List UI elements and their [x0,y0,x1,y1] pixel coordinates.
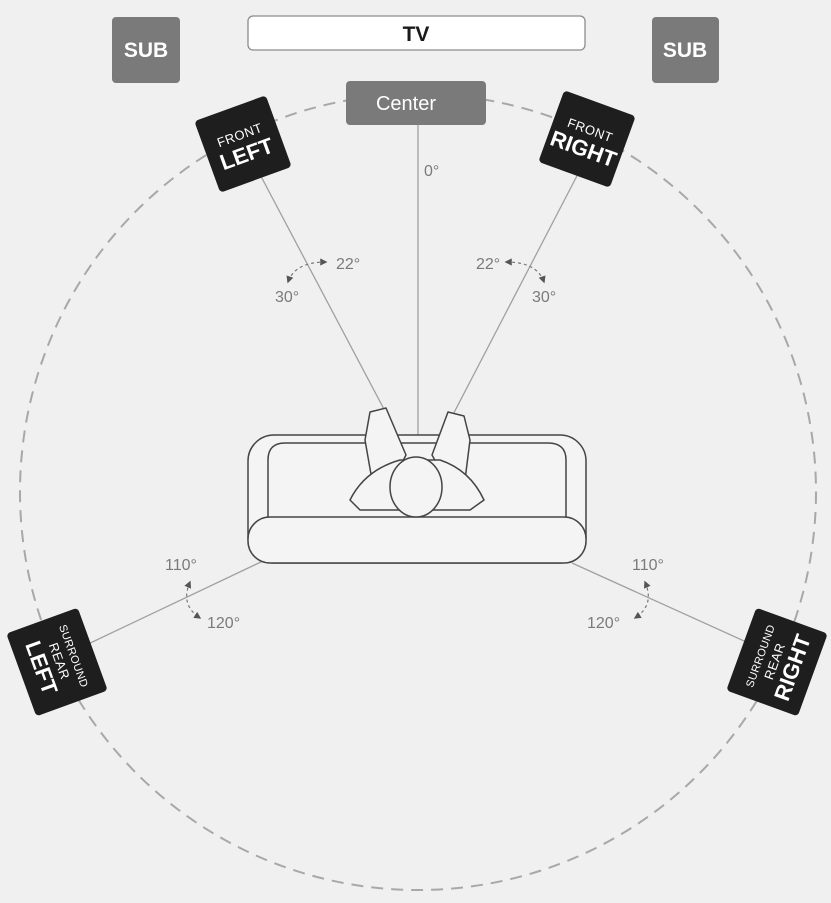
sub-left-label: SUB [124,39,168,62]
couch-inner-back [267,442,567,520]
center-angle-label: 0° [424,163,439,180]
surround-left-speaker: SURROUND REAR LEFT [7,608,107,716]
center-speaker: Center [346,81,486,125]
front-left-arc [286,258,328,284]
center-speaker-box [346,81,486,125]
tv-box [247,15,586,51]
surround-right-inner-angle: 110° [632,557,664,574]
direction-lines [64,125,776,656]
center-speaker-label: Center [376,93,436,115]
sub-left: SUB [112,17,180,83]
front-left-inner-angle: 22° [336,256,360,273]
surround-right-line [571,562,776,656]
surround-right-outer-angle: 120° [587,615,620,632]
front-right-arc [504,258,546,284]
front-right-outer-angle: 30° [532,289,556,306]
surround-left-arc [184,580,202,619]
front-left-speaker: FRONT LEFT [195,96,291,192]
person-head [389,456,443,518]
front-right-inner-angle: 22° [476,256,500,273]
listening-circle [19,93,817,891]
surround-left-line [64,559,266,656]
tv-label: TV [403,23,430,46]
front-left-outer-angle: 30° [275,289,299,306]
couch-seat [247,516,587,564]
surround-right-arc [633,580,651,619]
surround-left-inner-angle: 110° [165,557,197,574]
sub-left-box [112,17,180,83]
sub-right: SUB [652,17,719,83]
front-right-line [444,169,581,431]
sub-right-label: SUB [663,39,707,62]
angle-arcs [184,258,651,619]
surround-left-outer-angle: 120° [207,615,240,632]
surround-right-box [727,608,827,716]
tv: TV [247,15,586,51]
front-right-box [539,91,635,187]
front-left-line [254,164,396,431]
front-right-speaker: FRONT RIGHT [539,91,635,187]
surround-right-speaker: SURROUND REAR RIGHT [727,608,827,716]
person-icon [349,407,485,518]
sub-right-box [652,17,719,83]
surround-left-box [7,608,107,716]
front-left-box [195,96,291,192]
